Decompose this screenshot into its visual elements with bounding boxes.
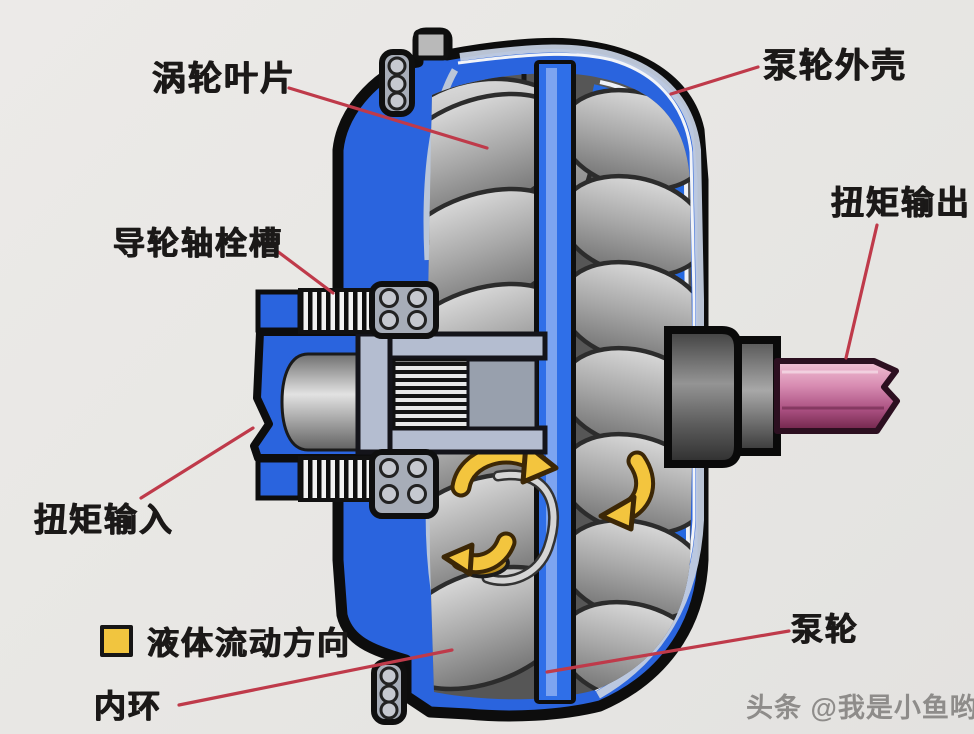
spline-cap-top — [255, 289, 303, 333]
bolt-cluster-bottom — [369, 449, 439, 519]
bolt-stack-bottom-left — [371, 659, 407, 725]
stator-hub-block — [466, 358, 538, 430]
label-torque-output: 扭矩输出 — [831, 184, 971, 221]
center-divider — [534, 60, 576, 704]
line-torque-output — [844, 223, 879, 360]
input-hub-assembly — [250, 29, 548, 725]
flow-direction-swatch — [100, 625, 133, 657]
output-shaft-pink — [774, 358, 900, 434]
flow-direction-legend: 液体流动方向 — [100, 618, 351, 664]
watermark: 头条 @我是小鱼哟 — [746, 693, 974, 723]
input-shaft — [280, 352, 370, 452]
flow-direction-label: 液体流动方向 — [147, 625, 352, 661]
line-pump-wheel — [545, 629, 791, 674]
output-hub-cylinder — [664, 326, 742, 468]
line-pump-housing — [669, 65, 760, 96]
label-pump-wheel: 泵轮 — [791, 611, 860, 647]
label-pump-housing: 泵轮外壳 — [763, 47, 907, 85]
annotation-lines — [139, 65, 879, 707]
spline-cap-bottom — [255, 457, 303, 501]
housing-tab — [413, 29, 449, 61]
flow-arrow-bottom — [441, 531, 517, 577]
flow-arrow-right — [598, 450, 655, 532]
label-stator-shaft-spline: 导轮轴栓槽 — [113, 225, 284, 261]
flow-arrows — [441, 441, 655, 577]
label-torque-input: 扭矩输入 — [34, 501, 174, 538]
bolt-cluster-top — [369, 281, 439, 339]
line-turbine-blades — [287, 86, 489, 150]
line-stator-spline — [275, 249, 335, 295]
output-hub-step — [734, 336, 781, 456]
output-shaft-assembly — [664, 326, 900, 468]
label-inner-ring: 内环 — [94, 688, 163, 724]
one-way-clutch-splines — [392, 358, 470, 430]
label-turbine-blades: 涡轮叶片 — [152, 60, 296, 98]
line-inner-ring — [177, 648, 454, 707]
line-torque-input — [139, 426, 255, 500]
spline-groove-bottom — [298, 456, 376, 502]
bolt-stack-top-left — [379, 49, 415, 117]
spline-groove-top — [298, 288, 376, 334]
